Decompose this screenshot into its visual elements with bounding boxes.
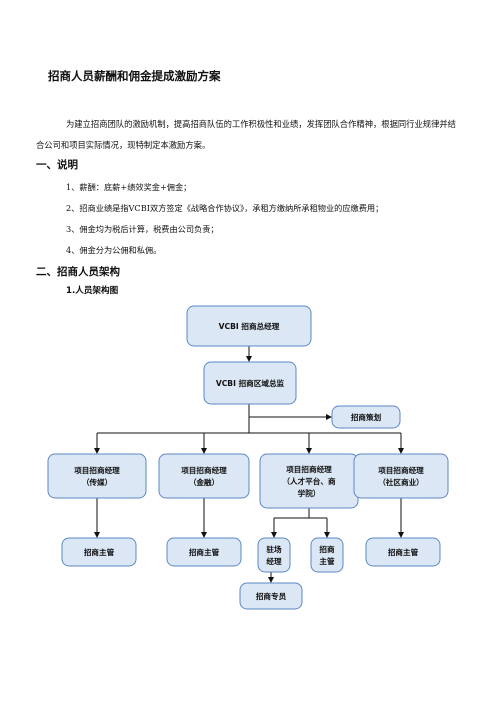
explanation-item: 2、招商业绩是指VCBI双方签定《战略合作协议》，承租方缴纳所承租物业的应缴费用… xyxy=(66,203,384,213)
org-node-sup-media: 招商主管 xyxy=(61,537,137,567)
arrow-head xyxy=(271,532,277,538)
org-node-box xyxy=(239,582,303,610)
explanation-item: 1、薪酬：底薪+绩效奖金+佣金； xyxy=(66,182,192,192)
arrow-head xyxy=(324,532,330,538)
org-node-box xyxy=(186,305,312,347)
org-node-label: 主管 xyxy=(319,556,335,566)
arrow-head xyxy=(246,356,252,362)
org-node-label: 项目招商经理 xyxy=(378,465,424,475)
org-node-box xyxy=(158,453,250,499)
org-node-label: 项目招商经理 xyxy=(74,465,120,475)
org-node-label: 招商主管 xyxy=(84,547,115,557)
arrow-head xyxy=(94,448,100,454)
org-node-sup-community: 招商主管 xyxy=(365,537,441,567)
org-node-label: （人才平台、商 xyxy=(282,476,336,486)
org-node-box xyxy=(166,537,242,567)
org-node-label: 经理 xyxy=(266,556,282,566)
arrow-head xyxy=(326,414,332,420)
org-node-label: 招商主管 xyxy=(388,547,419,557)
explanation-item: 4、佣金分为公佣和私佣。 xyxy=(66,245,162,255)
org-node-label: VCBI 招商总经理 xyxy=(219,321,280,331)
org-chart-edges xyxy=(94,346,404,583)
org-node-box xyxy=(203,361,297,405)
org-node-label: 驻场 xyxy=(266,544,282,554)
org-node-box xyxy=(61,537,137,567)
org-node-box xyxy=(331,405,401,429)
org-node-label: 招商专员 xyxy=(256,591,287,601)
arrow-head xyxy=(201,448,207,454)
arrow-head xyxy=(201,532,207,538)
org-node-pm-community: 项目招商经理 （社区商业） xyxy=(353,453,449,499)
arrow-head xyxy=(398,532,404,538)
org-node-label: 学院） xyxy=(298,488,321,498)
org-node-label: VCBI 招商区域总监 xyxy=(216,378,285,388)
document-title: 招商人员薪酬和佣金提成激励方案 xyxy=(48,69,221,83)
org-node-box xyxy=(257,537,291,573)
org-node-label: 招商策划 xyxy=(351,412,382,422)
org-node-label: （社区商业） xyxy=(378,477,424,487)
org-node-sup-talent: 招商主管 xyxy=(310,537,344,573)
org-node-pm-finance: 项目招商经理 （金融） xyxy=(158,453,250,499)
arrow-head xyxy=(268,577,274,583)
org-node-sup-finance: 招商主管 xyxy=(166,537,242,567)
org-node-planning: 招商策划 xyxy=(331,405,401,429)
org-node-pm-media: 项目招商经理 （传媒） xyxy=(47,453,147,499)
org-node-box xyxy=(353,453,449,499)
org-node-box xyxy=(310,537,344,573)
explanation-item: 3、佣金均为税后计算，税费由公司负责； xyxy=(66,224,219,234)
section-heading-explanation: 一、说明 xyxy=(36,159,78,171)
org-node-label: 招商主管 xyxy=(189,547,220,557)
intro-paragraph: 为建立招商团队的激励机制，提高招商队伍的工作积极性和业绩，发挥团队合作精神，根据… xyxy=(36,119,456,150)
org-node-label: 招商 xyxy=(319,544,335,554)
org-node-pm-talent: 项目招商经理 （人才平台、商学院） xyxy=(259,453,359,509)
subheading-org-chart: 1.人员架构图 xyxy=(66,286,119,296)
org-node-specialist: 招商专员 xyxy=(239,582,303,610)
org-node-ceo: VCBI 招商总经理 xyxy=(186,305,312,347)
section-heading-structure: 二、招商人员架构 xyxy=(36,266,120,278)
org-node-label: （金融） xyxy=(189,477,219,487)
arrow-head xyxy=(398,448,404,454)
org-node-label: 项目招商经理 xyxy=(286,464,332,474)
org-node-label: 项目招商经理 xyxy=(181,465,227,475)
org-node-box xyxy=(365,537,441,567)
arrow-head xyxy=(306,448,312,454)
org-node-box xyxy=(47,453,147,499)
arrow-head xyxy=(94,532,100,538)
org-node-director: VCBI 招商区域总监 xyxy=(203,361,297,405)
org-node-label: （传媒） xyxy=(82,477,112,487)
